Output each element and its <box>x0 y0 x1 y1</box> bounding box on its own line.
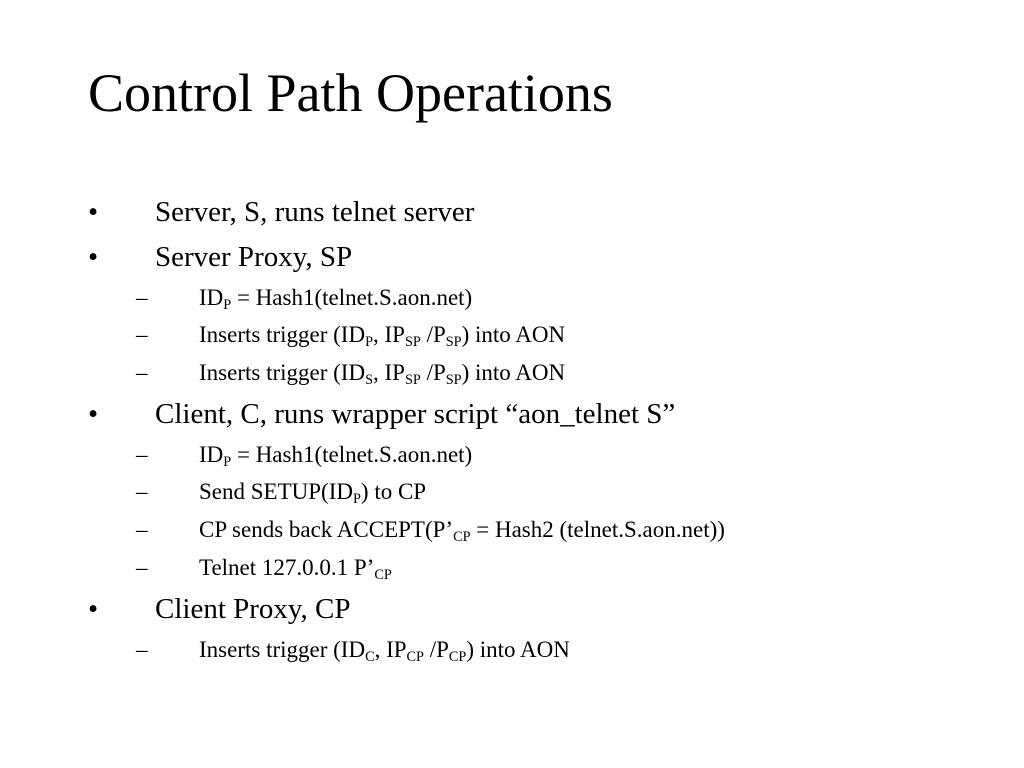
dash-marker: – <box>136 442 148 467</box>
dash-marker: – <box>136 555 148 580</box>
bullet-text: Server, S, runs telnet server <box>155 196 475 228</box>
dash-marker: – <box>136 479 148 504</box>
dash-marker: – <box>136 360 148 385</box>
sub-bullet-text: IDP = Hash1(telnet.S.aon.net) <box>199 285 473 313</box>
sub-bullet-text: Inserts trigger (IDC, IPCP /PCP) into AO… <box>199 637 570 665</box>
dash-marker: – <box>136 322 148 347</box>
sub-bullet-text: Inserts trigger (IDS, IPSP /PSP) into AO… <box>199 360 566 388</box>
dash-marker: – <box>136 517 148 542</box>
bullet-marker: • <box>88 593 99 625</box>
dash-marker: – <box>136 285 148 310</box>
sub-bullet-text: Inserts trigger (IDP, IPSP /PSP) into AO… <box>199 322 566 350</box>
slide-title: Control Path Operations <box>88 63 613 123</box>
sub-bullet-text: IDP = Hash1(telnet.S.aon.net) <box>199 442 473 470</box>
bullet-text: Client Proxy, CP <box>155 593 351 625</box>
bullet-text: Server Proxy, SP <box>155 241 353 273</box>
dash-marker: – <box>136 637 148 662</box>
bullet-text: Client, C, runs wrapper script “aon_teln… <box>155 398 676 430</box>
sub-bullet-text: Send SETUP(IDP) to CP <box>199 479 427 507</box>
sub-bullet-text: CP sends back ACCEPT(P’CP = Hash2 (telne… <box>199 517 725 545</box>
sub-bullet-text: Telnet 127.0.0.1 P’CP <box>199 555 392 583</box>
bullet-marker: • <box>88 241 99 273</box>
bullet-marker: • <box>88 196 99 228</box>
bullet-marker: • <box>88 398 99 430</box>
